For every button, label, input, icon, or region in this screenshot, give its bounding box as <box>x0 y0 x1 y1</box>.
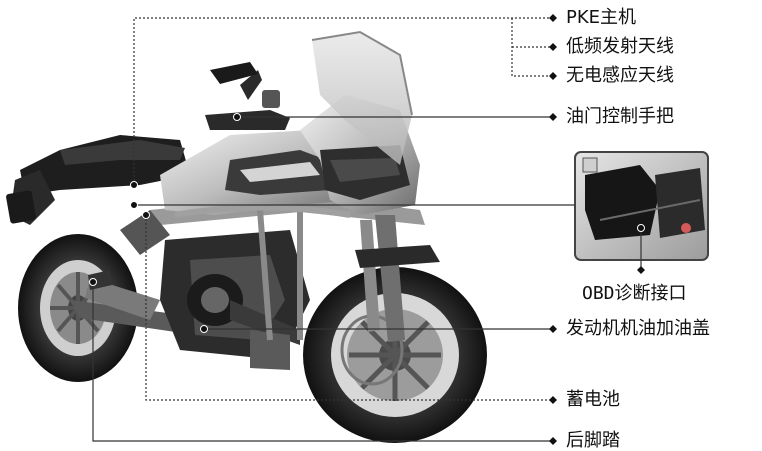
label-throttle-grip: 油门控制手把 <box>566 106 674 127</box>
label-wireless-antenna: 无电感应天线 <box>566 65 674 86</box>
obd-inset <box>574 151 709 261</box>
front-wheel <box>303 267 487 443</box>
battery-marker-dot <box>142 211 150 219</box>
footpeg-marker-dot <box>89 278 97 286</box>
throttle-marker-dot <box>233 113 241 121</box>
motorcycle-illustration <box>6 30 487 443</box>
label-low-frequency-antenna: 低频发射天线 <box>566 36 674 57</box>
label-pke-host: PKE主机 <box>566 7 637 28</box>
oilcap-marker-dot <box>200 325 208 333</box>
label-engine-oil-cap: 发动机机油加油盖 <box>566 318 710 339</box>
label-obd-port: OBD诊断接口 <box>582 283 687 304</box>
label-rear-footpeg: 后脚踏 <box>566 430 620 451</box>
end-diamonds <box>549 14 645 445</box>
pke-marker-dot <box>130 181 138 189</box>
label-battery: 蓄电池 <box>566 389 620 410</box>
obd-inset-marker-dot <box>637 224 645 232</box>
leader-lines <box>92 17 642 442</box>
obd-marker-dot <box>130 201 138 209</box>
markers <box>89 113 645 333</box>
